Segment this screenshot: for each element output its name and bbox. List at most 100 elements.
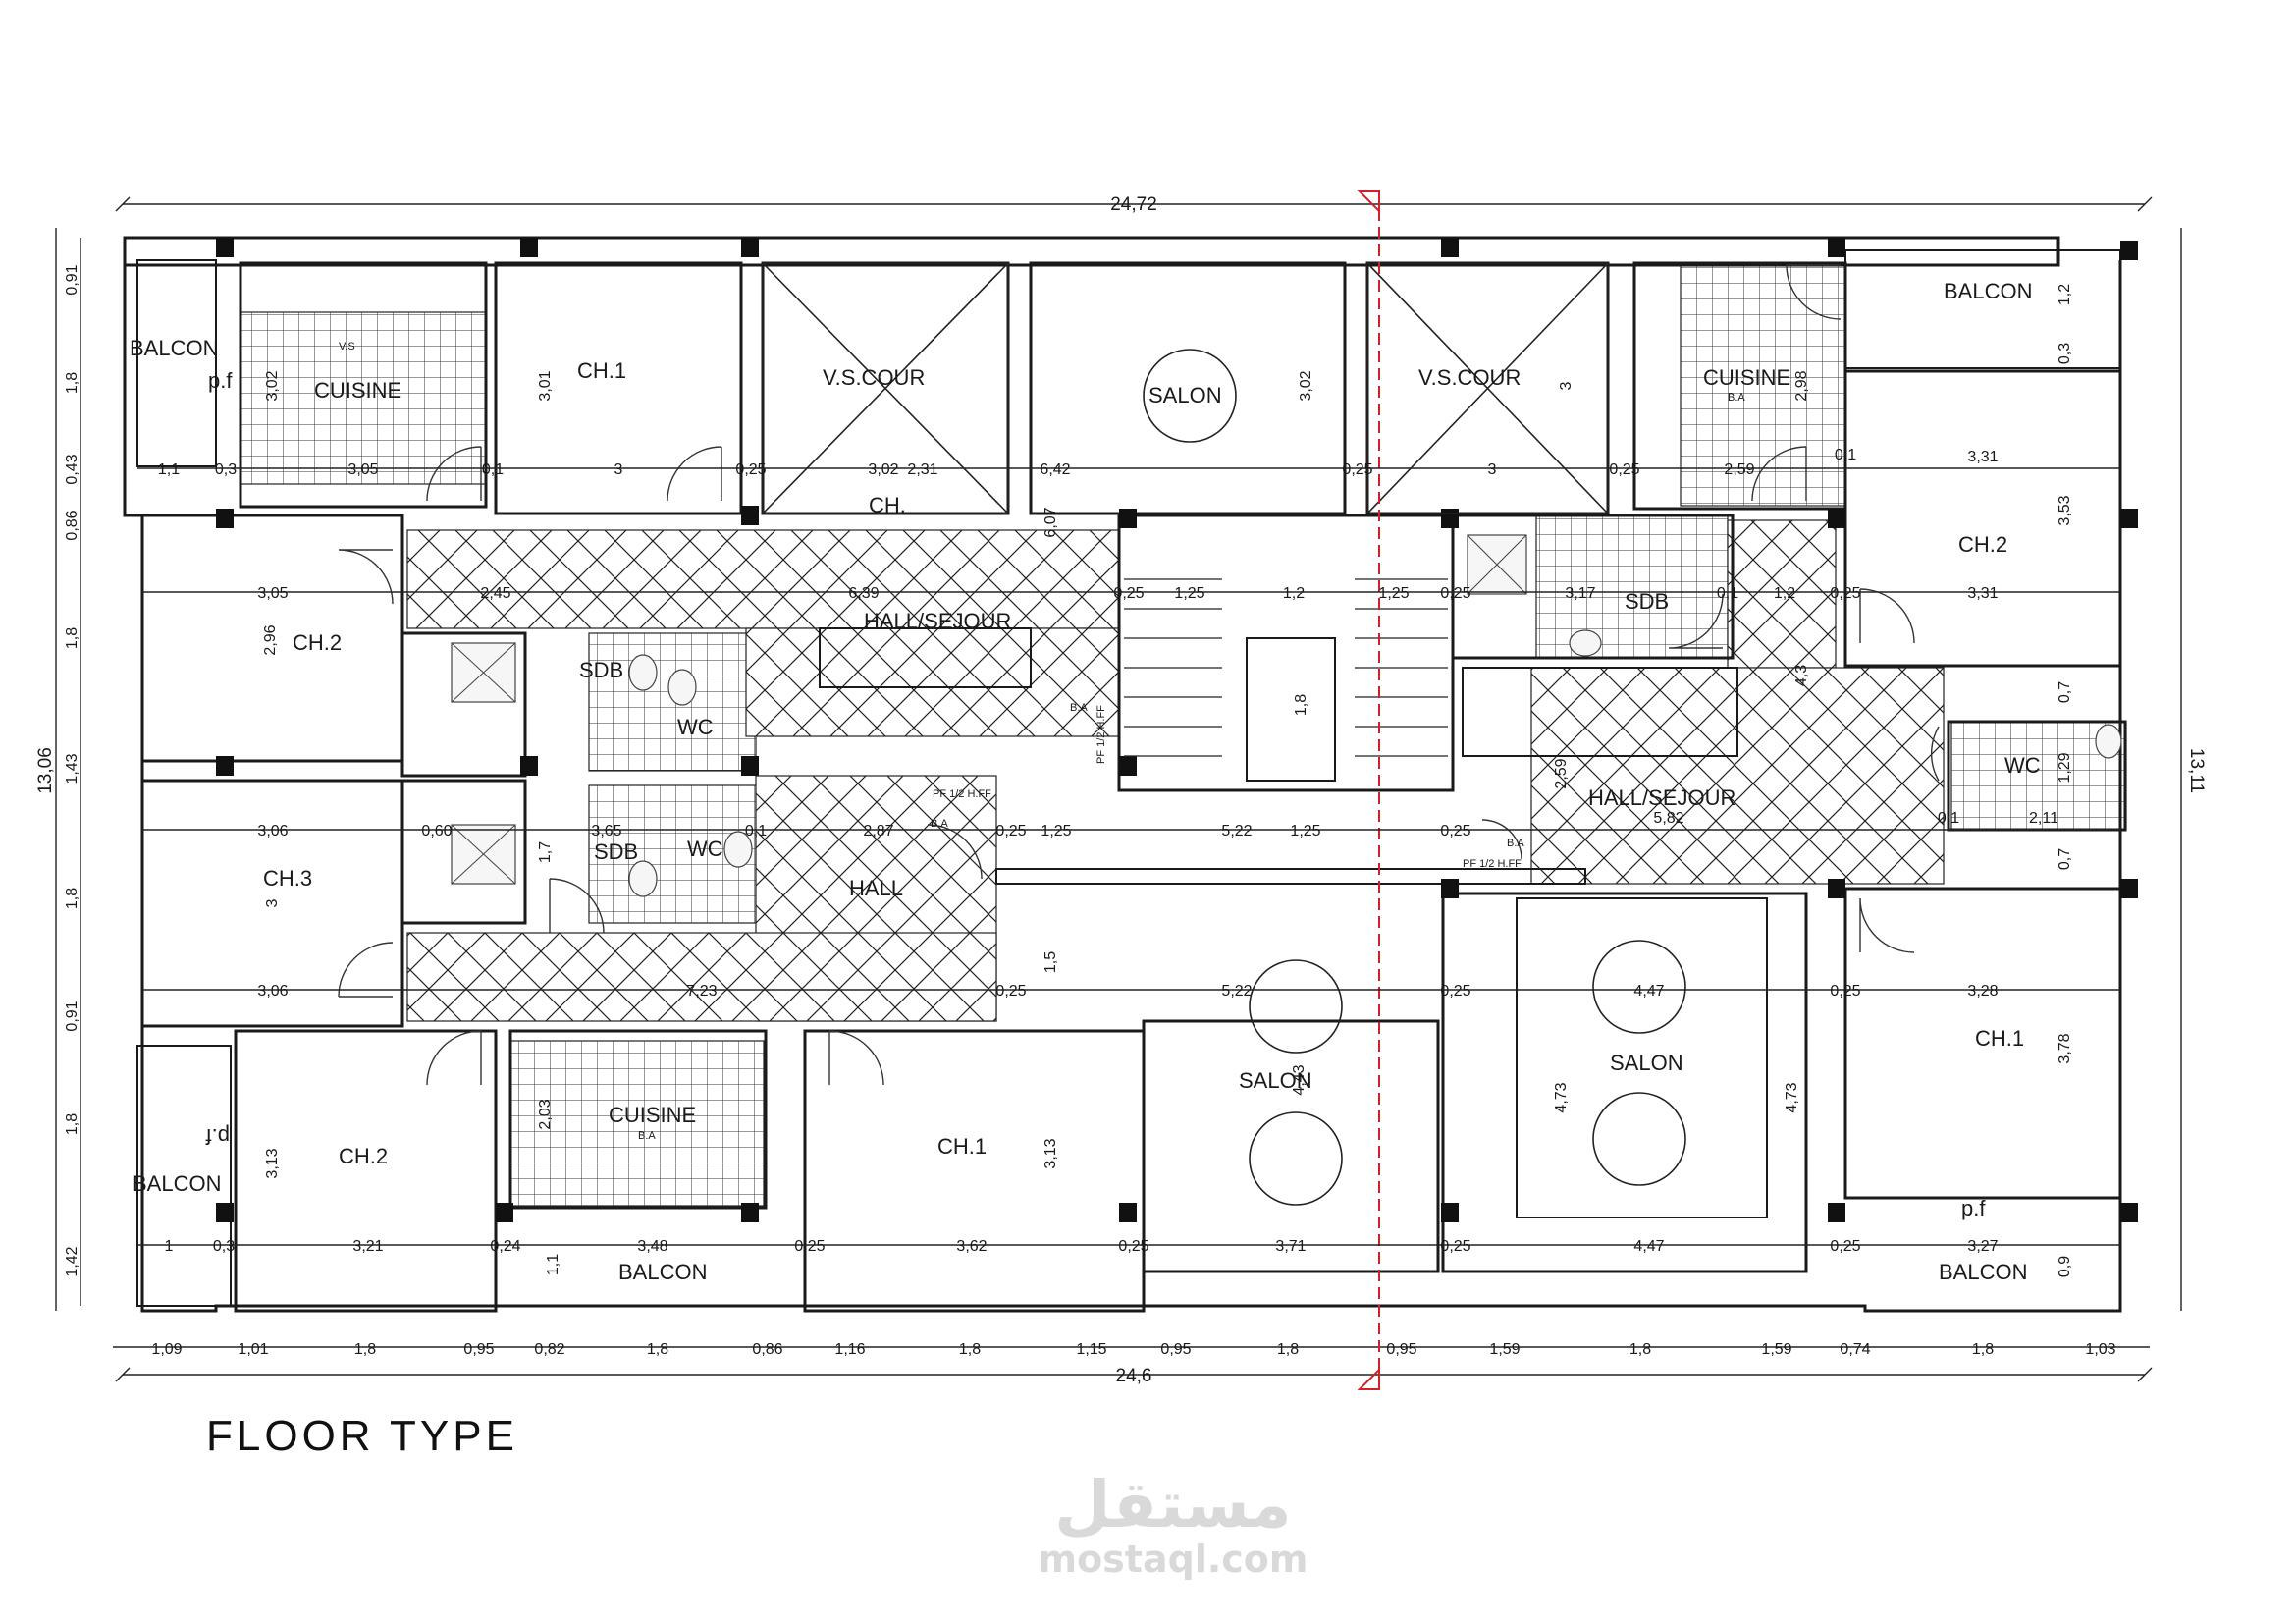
toilet <box>723 831 753 868</box>
dim: 4,47 <box>1633 983 1664 1000</box>
dim: 0,25 <box>1118 1238 1148 1255</box>
interior-vertical-dims: 3,02 3,01 3,02 3 2,98 3,53 2,96 1,8 4,3 … <box>262 284 2073 1275</box>
north-wall <box>123 236 2060 267</box>
column <box>216 756 234 776</box>
room-ch: CH. <box>869 493 906 517</box>
dim: 3 <box>264 898 281 907</box>
door-swing <box>338 549 394 605</box>
stair-treads <box>1124 578 1448 757</box>
column <box>1119 756 1137 776</box>
room-wc: WC <box>687 837 723 861</box>
hall-bench <box>819 627 1032 688</box>
ba-tag: B.A <box>1507 838 1524 849</box>
room-balcon: BALCON <box>618 1260 707 1284</box>
room-salon: SALON <box>1148 383 1222 407</box>
dim: 4,47 <box>1633 1238 1664 1255</box>
column <box>1828 238 1845 257</box>
dim: 0,25 <box>1113 585 1144 602</box>
shafts-and-furniture <box>451 262 2122 1206</box>
dim: 2,31 <box>907 461 937 478</box>
toilet <box>1569 629 1602 657</box>
salon-bm-table-2 <box>1249 1111 1343 1206</box>
toilet <box>628 654 658 691</box>
ba-tag: B.A <box>638 1130 656 1142</box>
dim: 0,1 <box>1835 447 1856 463</box>
room-wc: WC <box>2004 753 2041 778</box>
column <box>1828 1203 1845 1222</box>
dim: 1,2 <box>1774 585 1795 602</box>
bottom-dim: 1,59 <box>1489 1341 1520 1358</box>
dim: 3,06 <box>257 823 288 839</box>
door-swing <box>667 446 722 502</box>
bottom-dim: 0,86 <box>752 1341 782 1358</box>
corridor-wall <box>995 868 1586 885</box>
dim: 1,25 <box>1041 823 1071 839</box>
dim: 3,01 <box>537 370 554 401</box>
dim: 1,2 <box>1283 585 1305 602</box>
room-sdb: SDB <box>594 839 638 864</box>
floor-finishes <box>240 264 2127 1207</box>
dim: 1,2 <box>2056 284 2073 305</box>
left-dim: 1,43 <box>64 753 80 784</box>
dim: 0,25 <box>1609 461 1639 478</box>
column <box>216 238 234 257</box>
dim: 0,25 <box>1440 983 1470 1000</box>
dim: 3,02 <box>868 461 898 478</box>
dim: 0,25 <box>995 823 1026 839</box>
door-swing <box>1751 446 1807 502</box>
room-ch3: CH.3 <box>263 866 312 891</box>
dim: 6,07 <box>1042 507 1059 537</box>
column <box>216 509 234 528</box>
room-ch2: CH.2 <box>1958 532 2007 557</box>
salon-br-table-1 <box>1592 940 1686 1034</box>
bottom-dim: 0,95 <box>1160 1341 1191 1358</box>
balcon-top-left <box>136 259 217 467</box>
vscour-right-cross <box>1366 262 1609 514</box>
column <box>496 1203 513 1222</box>
bottom-dim: 1,8 <box>1972 1341 1994 1358</box>
dim: 0,3 <box>215 461 237 478</box>
door-swing <box>426 1030 482 1086</box>
dim: 4,73 <box>1784 1082 1800 1112</box>
left-dimension-chain: 0,91 1,8 0,43 0,86 1,8 1,43 1,8 0,91 1,8… <box>64 264 80 1276</box>
dim: 2,11 <box>2029 810 2058 827</box>
bottom-dim: 1,03 <box>2085 1341 2115 1358</box>
dim: 3,06 <box>257 983 288 1000</box>
dim: 0,25 <box>1440 1238 1470 1255</box>
column <box>741 506 759 525</box>
left-dim: 0,91 <box>64 1001 80 1031</box>
room-balcon: BALCON <box>1939 1260 2027 1284</box>
cuisine-tl-room <box>239 261 488 509</box>
dim: 0,3 <box>213 1238 235 1255</box>
watermark-arabic: مستقل <box>1054 1467 1292 1542</box>
overall-top-dim: 24,72 <box>1110 194 1157 215</box>
salon-top-room <box>1029 261 1347 515</box>
room-cuisine: CUISINE <box>609 1103 696 1127</box>
dim: 6,42 <box>1040 461 1070 478</box>
room-cuisine: CUISINE <box>1703 365 1790 390</box>
toilet <box>667 669 697 706</box>
watermark-domain: mostaql.com <box>1038 1538 1308 1581</box>
column <box>1441 509 1459 528</box>
room-salon: SALON <box>1610 1051 1683 1075</box>
dim: 3,78 <box>2056 1033 2073 1063</box>
ba-tag: B.A <box>931 818 948 830</box>
dim: 3,62 <box>956 1238 987 1255</box>
left-dim: 1,42 <box>64 1246 80 1276</box>
bottom-dim: 1,01 <box>238 1341 268 1358</box>
left-dim: 1,8 <box>64 372 80 394</box>
dim: 0,25 <box>735 461 766 478</box>
pf-half-tag: PF 1/2 H.FF <box>933 788 991 800</box>
stairwell <box>1117 514 1455 792</box>
dim: 1,29 <box>2056 752 2073 783</box>
ch1-br-room <box>1843 887 2122 1200</box>
dim: 3,13 <box>1042 1138 1059 1168</box>
room-sdb: SDB <box>1625 589 1669 614</box>
dim: 0,1 <box>1717 585 1738 602</box>
bottom-dim: 1,8 <box>1277 1341 1299 1358</box>
room-hall-sejour: HALL/SEJOUR <box>864 609 1011 633</box>
bottom-dim: 0,95 <box>463 1341 494 1358</box>
bottom-dim: 1,16 <box>834 1341 865 1358</box>
room-pf: p.f <box>205 1124 230 1149</box>
left-dim: 1,8 <box>64 888 80 909</box>
